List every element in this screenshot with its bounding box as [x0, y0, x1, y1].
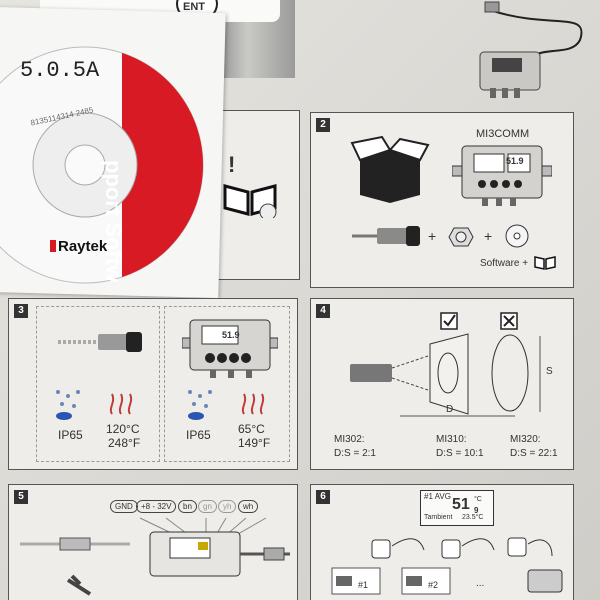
panel-2-lcd-value: 51.9: [506, 156, 524, 166]
software-cd-icon: [505, 224, 529, 248]
spot-size-label: S: [546, 366, 553, 377]
model-mi310-name: MI310:: [436, 434, 467, 445]
wiring-diagram: [20, 517, 290, 596]
panel-3: [8, 298, 298, 470]
sensor-head-icon: [352, 226, 420, 246]
panel-2-number: 2: [316, 118, 330, 132]
lcd-unit: °C: [474, 496, 482, 503]
panel-3-left-temp-c: 120°C: [106, 422, 140, 436]
checkbox-crossed-icon: [500, 312, 518, 330]
checkbox-checked-icon: [440, 312, 458, 330]
cd-label-text: pport Softw: [101, 160, 126, 283]
panel-3-left-rating: IP65: [58, 428, 83, 442]
panel-3-box-device: [182, 319, 278, 378]
water-drops-icon-left: [56, 390, 80, 420]
model-mi320-name: MI320:: [510, 434, 541, 445]
wire-gn: gn: [198, 500, 217, 513]
sequence-diagram: [331, 537, 563, 595]
cable-device-top-right: [479, 1, 583, 98]
panel-3-right-rating: IP65: [186, 428, 211, 442]
panel-3-number: 3: [14, 304, 28, 318]
raytek-logo-text: Raytek: [58, 238, 108, 255]
lcd-ambient-value: 23.5°C: [462, 514, 484, 521]
mounting-nut-icon: [448, 227, 474, 247]
warning-exclamation: !: [228, 152, 236, 177]
head-ellipsis: ...: [476, 578, 485, 589]
lcd-display: [420, 490, 494, 526]
lcd-ambient-label: Tambient: [424, 514, 453, 521]
plus-sign-2: +: [484, 228, 493, 244]
water-drops-icon-right: [188, 390, 212, 420]
software-label: Software +: [480, 258, 529, 269]
model-mi320-ratio: D:S = 22:1: [510, 448, 558, 459]
panel-3-right-temp-c: 65°C: [238, 422, 265, 436]
plus-sign-1: +: [428, 228, 437, 244]
ent-label: ENT: [183, 1, 205, 13]
panel-6-number: 6: [316, 490, 330, 504]
cd-version-text: 5.0.5A: [20, 58, 100, 83]
wire-bn: bn: [178, 500, 197, 513]
lcd-head-label: #1 AVG: [424, 492, 451, 501]
panel-4-number: 4: [316, 304, 330, 318]
panel-3-right-temp-f: 149°F: [238, 436, 271, 450]
wire-yh: yh: [218, 500, 237, 513]
lcd-value: 51: [452, 496, 470, 513]
panel-3-lcd-value: 51.9: [222, 330, 240, 340]
panel-2: [310, 112, 574, 288]
panel-3-right-box: [164, 306, 290, 462]
head-1-label: #1: [358, 580, 369, 590]
panel-3-left-temp-f: 248°F: [108, 436, 141, 450]
mi3comm-box-device: [452, 145, 552, 206]
panel-5-number: 5: [14, 490, 28, 504]
panel-3-left-box: [36, 306, 160, 462]
manual-book-icon: [223, 184, 277, 218]
wire-power: +8 - 32V: [136, 500, 177, 513]
model-mi310-ratio: D:S = 10:1: [436, 448, 484, 459]
cd-disc: [0, 46, 204, 284]
distance-label: D: [446, 404, 454, 415]
raytek-logo-mark: [50, 240, 56, 252]
head-2-label: #2: [428, 580, 439, 590]
model-mi302-name: MI302:: [334, 434, 365, 445]
software-book-icon: [534, 256, 556, 270]
wire-wh: wh: [238, 500, 259, 513]
field-of-view-diagram: [350, 333, 541, 417]
heat-waves-icon-right: [241, 393, 265, 415]
lcd-decimal: 9: [474, 506, 479, 515]
wire-gnd: GND: [110, 500, 138, 513]
heat-waves-icon-left: [109, 393, 133, 415]
panel-2-title: MI3COMM: [476, 128, 530, 140]
panel-3-sensor-head: [58, 332, 142, 352]
open-box-icon: [350, 135, 430, 203]
model-mi302-ratio: D:S = 2:1: [334, 448, 376, 459]
